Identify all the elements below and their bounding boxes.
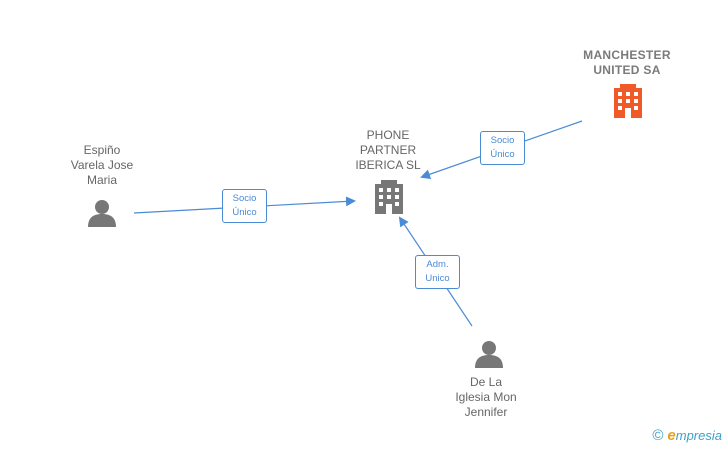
edge-label-socio-unico: Socio Único [480, 131, 525, 165]
empresia-watermark: © empresia [652, 427, 722, 444]
node-label-de-la-iglesia[interactable]: De La Iglesia Mon Jennifer [455, 375, 517, 419]
copyright-icon: © [652, 427, 664, 444]
building-icon[interactable] [375, 180, 403, 214]
node-label-manchester-united[interactable]: MANCHESTER UNITED SA [583, 48, 671, 77]
brand-logo: empresia [667, 427, 722, 444]
building-icon[interactable] [614, 84, 642, 118]
edge-label-socio-unico: Socio Único [222, 189, 267, 223]
person-icon[interactable] [475, 341, 503, 368]
node-label-phone-partner[interactable]: PHONE PARTNER IBERICA SL [355, 128, 421, 172]
node-label-espino-varela[interactable]: Espiño Varela Jose Maria [70, 143, 134, 187]
edge-label-adm-unico: Adm. Unico [415, 255, 460, 289]
person-icon[interactable] [88, 200, 116, 227]
